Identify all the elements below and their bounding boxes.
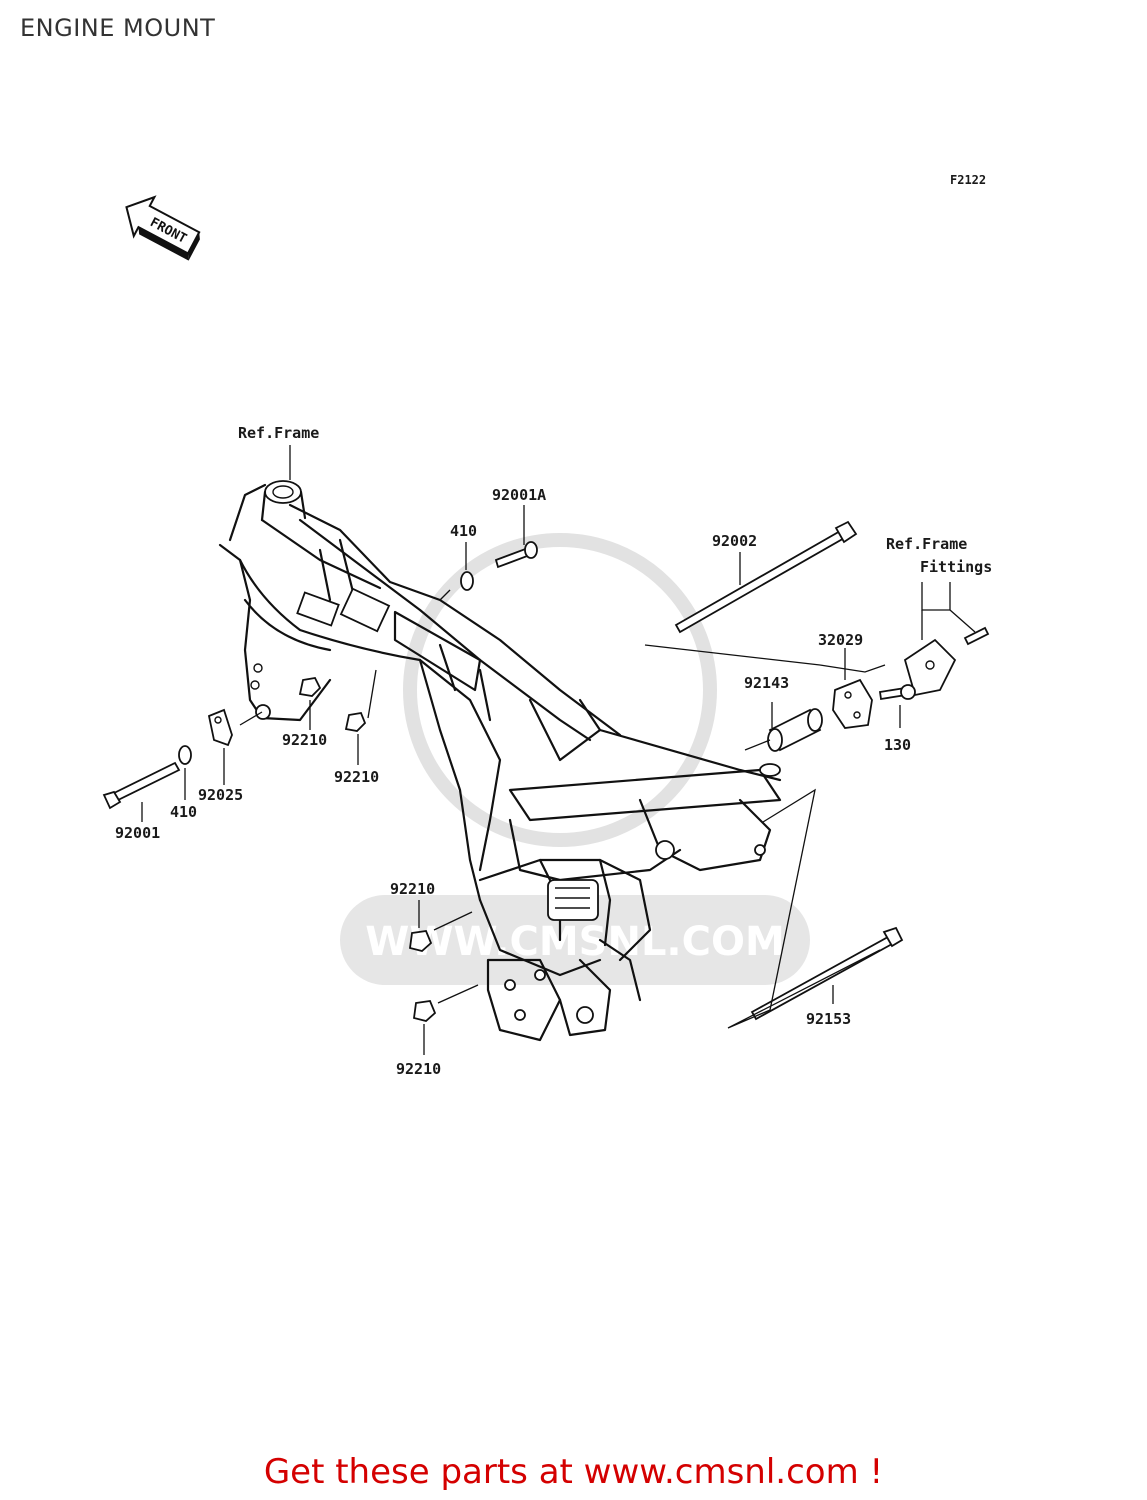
label-92001: 92001 <box>115 824 160 842</box>
washer-410-top-icon <box>460 571 474 591</box>
label-92210-c: 92210 <box>390 880 435 898</box>
label-92002: 92002 <box>712 532 757 550</box>
nut-92210-b-icon <box>344 711 367 732</box>
shop-link[interactable]: Get these parts at www.cmsnl.com ! <box>263 1452 884 1492</box>
label-ref-frame-fittings-1: Ref.Frame <box>886 535 967 553</box>
bolt-92001A-icon <box>494 541 538 569</box>
bolt-92001-icon <box>102 761 181 810</box>
label-130: 130 <box>884 736 911 754</box>
label-ref-frame: Ref.Frame <box>238 424 319 442</box>
bracket-92025-icon <box>207 708 233 747</box>
page-title: ENGINE MOUNT <box>20 14 216 42</box>
label-92025: 92025 <box>198 786 243 804</box>
label-ref-frame-fittings-2: Fittings <box>920 558 992 576</box>
front-arrow-icon: FRONT <box>125 195 201 261</box>
label-410-top: 410 <box>450 522 477 540</box>
washer-410-bottom-icon <box>178 745 192 765</box>
watermark: WWW.CMSNL.COM <box>340 533 810 985</box>
watermark-text: WWW.CMSNL.COM <box>365 919 785 965</box>
plate-32029-icon <box>832 678 873 729</box>
label-92210-b: 92210 <box>334 768 379 786</box>
label-92001A: 92001A <box>492 486 546 504</box>
nut-92210-c-icon <box>409 930 433 952</box>
label-92210-a: 92210 <box>282 731 327 749</box>
part-labels: Ref.Frame 92001A 410 92002 Ref.Frame Fit… <box>115 424 992 1078</box>
bolt-130-icon <box>878 684 916 701</box>
label-410-bottom: 410 <box>170 803 197 821</box>
label-92143: 92143 <box>744 674 789 692</box>
leader-lines <box>141 445 976 1055</box>
motorcycle-frame <box>218 480 782 1042</box>
label-32029: 32029 <box>818 631 863 649</box>
label-92153: 92153 <box>806 1010 851 1028</box>
collar-92143-icon <box>767 708 823 752</box>
nut-92210-a-icon <box>298 677 322 697</box>
bolt-92002-icon <box>674 520 858 634</box>
label-92210-d: 92210 <box>396 1060 441 1078</box>
parts <box>102 520 990 1022</box>
figure-code: F2122 <box>950 173 986 187</box>
nut-92210-d-icon <box>413 1000 437 1022</box>
frame-fittings-icon <box>903 626 990 697</box>
